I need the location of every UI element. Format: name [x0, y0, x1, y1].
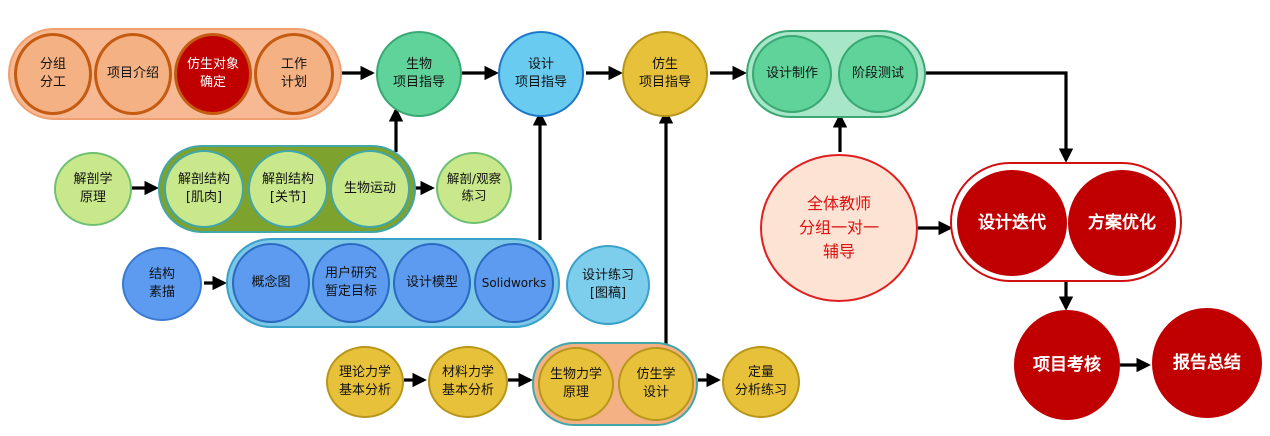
- bio-motion-node[interactable]: 生物运动: [330, 150, 410, 228]
- project-intro-node[interactable]: 项目介绍: [94, 33, 172, 115]
- material-mechanics-node[interactable]: 材料力学 基本分析: [428, 346, 508, 418]
- bionic-target-label: 仿生对象 确定: [186, 57, 239, 90]
- solution-optimization-node[interactable]: 方案优化: [1068, 170, 1176, 276]
- biology-guidance-label: 生物 项目指导: [392, 57, 445, 90]
- project-assessment-node[interactable]: 项目考核: [1014, 310, 1120, 420]
- report-summary-node[interactable]: 报告总结: [1152, 308, 1262, 418]
- group-division-node[interactable]: 分组 分工: [14, 33, 92, 115]
- all-teachers-label: 全体教师 分组一对一 辅导: [798, 194, 879, 261]
- anatomy-exercise-label: 解剖/观察 练习: [446, 171, 502, 203]
- design-model-label: 设计模型: [405, 275, 458, 291]
- work-plan-node[interactable]: 工作 计划: [254, 33, 334, 115]
- solidworks-node[interactable]: Solidworks: [474, 243, 554, 323]
- group-division-label: 分组 分工: [39, 57, 66, 90]
- anatomy-muscle-node[interactable]: 解剖结构 [肌肉]: [164, 150, 244, 228]
- design-exercise-label: 设计练习 [图稿]: [581, 268, 634, 301]
- bionic-target-node[interactable]: 仿生对象 确定: [174, 33, 252, 115]
- concept-map-node[interactable]: 概念图: [232, 243, 310, 323]
- anatomy-exercise-node[interactable]: 解剖/观察 练习: [436, 152, 512, 224]
- anatomy-joint-label: 解剖结构 [关节]: [261, 172, 314, 205]
- design-iteration-label: 设计迭代: [978, 212, 1046, 233]
- project-assessment-label: 项目考核: [1033, 354, 1101, 375]
- bionic-design-label: 仿生学 设计: [636, 367, 676, 400]
- phase-test-label: 阶段测试: [851, 66, 904, 82]
- solidworks-label: Solidworks: [481, 275, 547, 290]
- report-summary-label: 报告总结: [1173, 352, 1241, 373]
- quantitative-exercise-node[interactable]: 定量 分析练习: [722, 346, 800, 418]
- phase-test-node[interactable]: 阶段测试: [838, 35, 918, 113]
- biology-guidance-node[interactable]: 生物 项目指导: [376, 31, 462, 117]
- bio-motion-label: 生物运动: [343, 181, 396, 197]
- all-teachers-node[interactable]: 全体教师 分组一对一 辅导: [760, 154, 918, 302]
- concept-map-label: 概念图: [251, 275, 291, 291]
- bionic-design-node[interactable]: 仿生学 设计: [618, 347, 694, 421]
- arrow-test-to-iteration: [926, 71, 1074, 163]
- structure-sketch-node[interactable]: 结构 素描: [122, 247, 202, 321]
- design-exercise-node[interactable]: 设计练习 [图稿]: [566, 245, 650, 325]
- user-research-label: 用户研究 暂定目标: [324, 266, 377, 299]
- material-mechanics-label: 材料力学 基本分析: [441, 365, 494, 398]
- work-plan-label: 工作 计划: [280, 57, 307, 90]
- design-guidance-label: 设计 项目指导: [514, 57, 567, 90]
- anatomy-muscle-label: 解剖结构 [肌肉]: [177, 172, 230, 205]
- bionics-guidance-label: 仿生 项目指导: [638, 57, 691, 90]
- project-intro-label: 项目介绍: [106, 66, 159, 82]
- anatomy-principles-node[interactable]: 解剖学 原理: [54, 152, 132, 226]
- biomechanics-node[interactable]: 生物力学 原理: [538, 347, 614, 421]
- design-production-node[interactable]: 设计制作: [752, 35, 832, 113]
- anatomy-joint-node[interactable]: 解剖结构 [关节]: [248, 150, 328, 228]
- user-research-node[interactable]: 用户研究 暂定目标: [312, 243, 390, 323]
- design-guidance-node[interactable]: 设计 项目指导: [498, 31, 584, 117]
- solution-optimization-label: 方案优化: [1088, 212, 1156, 233]
- biomechanics-label: 生物力学 原理: [549, 367, 602, 400]
- design-production-label: 设计制作: [765, 66, 818, 82]
- structure-sketch-label: 结构 素描: [148, 267, 175, 300]
- quantitative-exercise-label: 定量 分析练习: [734, 365, 787, 398]
- design-iteration-node[interactable]: 设计迭代: [957, 170, 1067, 276]
- anatomy-principles-label: 解剖学 原理: [73, 172, 113, 205]
- bionics-guidance-node[interactable]: 仿生 项目指导: [622, 31, 708, 117]
- design-model-node[interactable]: 设计模型: [393, 243, 471, 323]
- theoretical-mechanics-node[interactable]: 理论力学 基本分析: [326, 346, 404, 418]
- theoretical-mechanics-label: 理论力学 基本分析: [338, 365, 391, 398]
